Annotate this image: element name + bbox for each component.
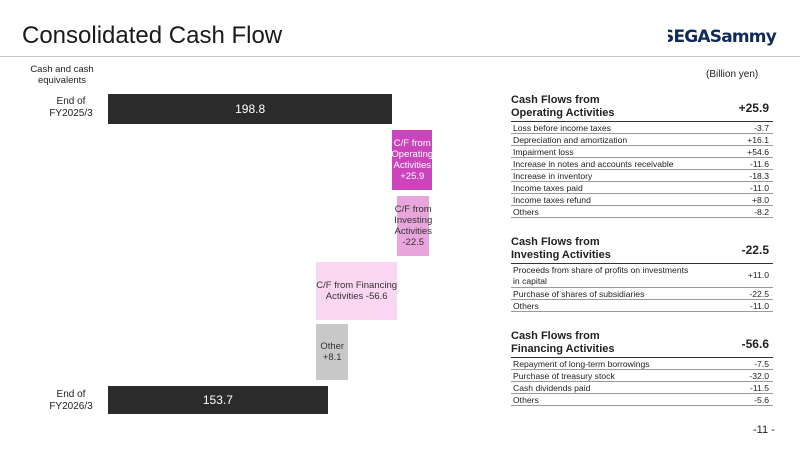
row-label: Impairment loss [513, 146, 574, 157]
row-label: Purchase of shares of subsidiaries [513, 288, 645, 299]
row-value: +11.0 [747, 270, 769, 280]
page-number: -11 - [753, 424, 775, 436]
bar-step-4: Other +8.1 [316, 324, 349, 380]
table-total: -22.5 [741, 243, 769, 257]
table-row: Others -8.2 [511, 206, 773, 218]
table-row: Others -5.6 [511, 394, 773, 406]
row-label: Loss before income taxes [513, 122, 611, 133]
table-row: Purchase of shares of subsidiaries -22.5 [511, 288, 773, 300]
row-value: +8.0 [752, 194, 769, 205]
period-label-end: End of FY2026/3 [49, 389, 93, 412]
bar-end-balance: 153.7 [108, 386, 328, 414]
row-label: Others [513, 300, 539, 311]
row-label: Purchase of treasury stock [513, 370, 615, 381]
row-label: Others [513, 206, 539, 217]
row-value: -11.0 [750, 182, 769, 193]
page-title: Consolidated Cash Flow [22, 22, 283, 49]
row-value: +54.6 [747, 146, 769, 157]
row-value: +16.1 [747, 134, 769, 145]
row-value: -18.3 [749, 170, 769, 181]
row-label: Income taxes paid [513, 182, 583, 193]
row-label: Repayment of long-term borrowings [513, 358, 650, 369]
row-value: -32.0 [749, 370, 769, 381]
table-total: -56.6 [741, 337, 769, 351]
row-label: Increase in inventory [513, 170, 593, 181]
row-value: -11.5 [750, 382, 769, 393]
row-value: -11.6 [750, 158, 769, 169]
row-value: -7.5 [754, 358, 769, 369]
cash-equivalents-label: Cash and cash equivalents [30, 64, 94, 86]
table-row: Purchase of treasury stock -32.0 [511, 370, 773, 382]
row-label: Proceeds from share of profits on invest… [513, 264, 689, 286]
bar-start-balance: 198.8 [108, 94, 393, 124]
row-label: Cash dividends paid [513, 382, 591, 393]
row-label: Increase in notes and accounts receivabl… [513, 158, 674, 169]
table-row: Impairment loss +54.6 [511, 146, 773, 158]
logo-text: SEGASammy [668, 27, 777, 46]
table-row: Others -11.0 [511, 300, 773, 312]
table-row: Increase in inventory -18.3 [511, 170, 773, 182]
table-row: Proceeds from share of profits on invest… [511, 264, 773, 288]
table-row: Cash dividends paid -11.5 [511, 382, 773, 394]
row-label: Income taxes refund [513, 194, 591, 205]
bar-step-1: C/F from Operating Activities +25.9 [391, 130, 433, 190]
period-label-start: End of FY2025/3 [49, 96, 93, 119]
table-row: Increase in notes and accounts receivabl… [511, 158, 773, 170]
bar-step-2: C/F from Investing Activities -22.5 [394, 196, 432, 256]
row-value: -3.7 [754, 122, 769, 133]
title-divider [0, 56, 800, 57]
row-label: Depreciation and amortization [513, 134, 628, 145]
table-total: +25.9 [738, 101, 769, 115]
table-row: Income taxes paid -11.0 [511, 182, 773, 194]
table-row: Depreciation and amortization +16.1 [511, 134, 773, 146]
row-label: Others [513, 394, 539, 405]
table-row: Loss before income taxes -3.7 [511, 122, 773, 134]
row-value: -22.5 [749, 288, 769, 299]
bar-step-3: C/F from Financing Activities -56.6 [316, 262, 398, 320]
row-value: -11.0 [750, 300, 769, 311]
row-value: -5.6 [754, 394, 769, 405]
table-row: Repayment of long-term borrowings -7.5 [511, 358, 773, 370]
unit-label: (Billion yen) [706, 69, 759, 80]
table-row: Income taxes refund +8.0 [511, 194, 773, 206]
row-value: -8.2 [754, 206, 769, 217]
sega-sammy-logo: SEGASammy [668, 27, 778, 46]
